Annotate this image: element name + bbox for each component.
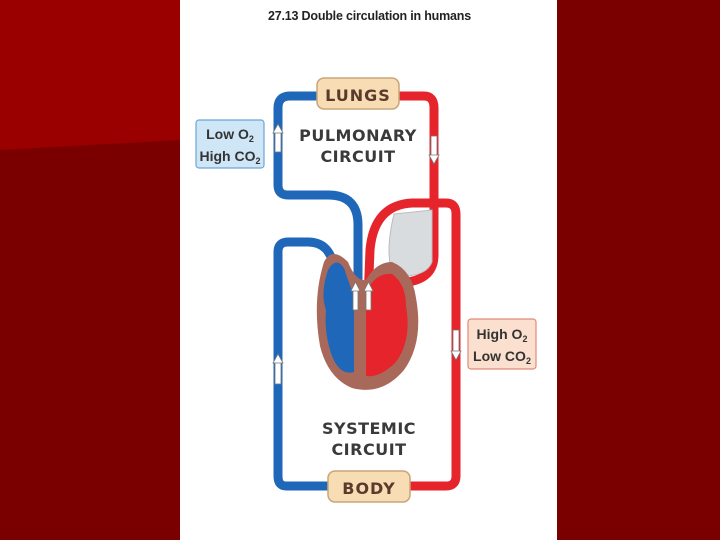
low-o2-line: Low O2 (206, 126, 254, 144)
pulmonary-circuit-label-line2: CIRCUIT (320, 147, 395, 166)
body-label: BODY (342, 479, 396, 498)
systemic-circuit-label-line1: SYSTEMIC (322, 419, 416, 438)
low-co2-line: Low CO2 (473, 348, 531, 366)
pulmonary-circuit-label-line1: PULMONARY (299, 126, 417, 145)
lungs-label: LUNGS (325, 86, 391, 105)
slide-background-highlight (0, 0, 180, 150)
high-o2-line: High O2 (477, 326, 528, 344)
lungs-box: LUNGS (317, 78, 399, 109)
high-o2-box: High O2 Low CO2 (468, 319, 536, 369)
low-o2-box: Low O2 High CO2 (196, 120, 264, 168)
systemic-circuit-label-line2: CIRCUIT (331, 440, 406, 459)
body-box: BODY (328, 471, 410, 502)
high-co2-line: High CO2 (199, 148, 260, 166)
circulation-diagram: LUNGS BODY PULMONARY CIRCUIT SYSTEMIC CI… (180, 0, 557, 540)
